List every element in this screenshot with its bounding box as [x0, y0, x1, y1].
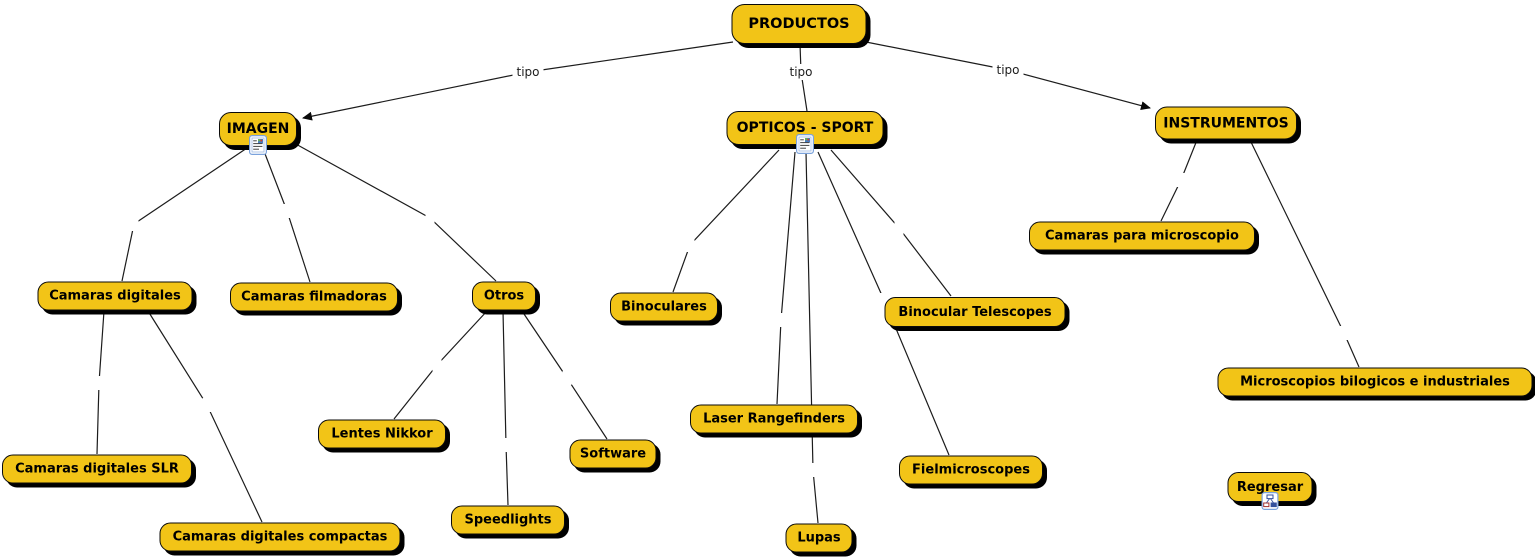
node-label: Microscopios bilogicos e industriales	[1240, 374, 1510, 390]
edge-line	[672, 149, 780, 293]
node-productos[interactable]: PRODUCTOS	[731, 4, 867, 44]
link-gap	[685, 238, 695, 252]
edge-line	[776, 151, 796, 405]
node-label: Camaras digitales SLR	[15, 461, 179, 477]
link-gap	[808, 463, 818, 477]
node-speedlights[interactable]: Speedlights	[451, 505, 565, 535]
link-gap	[1339, 326, 1349, 340]
link-gap	[1176, 173, 1186, 187]
node-camaras-digitales-compactas[interactable]: Camaras digitales compactas	[159, 522, 401, 552]
node-microscopios-bilogicos[interactable]: Microscopios bilogicos e industriales	[1217, 367, 1533, 397]
node-label: Laser Rangefinders	[703, 411, 845, 427]
edge-line	[293, 142, 497, 282]
node-camaras-digitales[interactable]: Camaras digitales	[37, 281, 193, 311]
resource-document-icon[interactable]	[249, 135, 267, 155]
node-label: Camaras para microscopio	[1045, 228, 1239, 244]
node-label: Otros	[483, 288, 525, 304]
edge-line	[830, 149, 952, 297]
edge-line	[147, 310, 263, 523]
link-label: tipo	[992, 62, 1024, 78]
node-label: Binocular Telescopes	[898, 304, 1052, 320]
link-gap	[501, 438, 511, 452]
node-label: Camaras digitales	[49, 288, 181, 304]
node-fielmicroscopes[interactable]: Fielmicroscopes	[899, 455, 1043, 485]
node-camaras-para-microscopio[interactable]: Camaras para microscopio	[1029, 221, 1255, 251]
node-label: IMAGEN	[226, 121, 290, 137]
node-binocular-telescopes[interactable]: Binocular Telescopes	[884, 297, 1066, 327]
link-gap	[282, 204, 292, 218]
node-label: Camaras digitales compactas	[172, 529, 388, 545]
link-gap	[202, 398, 212, 412]
concept-map-icon[interactable]	[1261, 492, 1279, 510]
link-label: tipo	[512, 64, 544, 80]
node-camaras-digitales-slr[interactable]: Camaras digitales SLR	[2, 454, 192, 484]
node-label: Fielmicroscopes	[912, 462, 1030, 478]
node-label: Regresar	[1236, 479, 1304, 495]
node-lupas[interactable]: Lupas	[785, 523, 853, 553]
link-label: tipo	[785, 64, 817, 80]
node-label: Speedlights	[464, 512, 552, 528]
link-gap	[879, 293, 889, 307]
node-label: Lupas	[797, 530, 841, 546]
node-label: PRODUCTOS	[748, 16, 850, 32]
node-software[interactable]: Software	[569, 439, 657, 469]
node-label: Camaras filmadoras	[241, 289, 387, 305]
node-lentes-nikkor[interactable]: Lentes Nikkor	[318, 419, 446, 449]
node-label: Binoculares	[621, 299, 707, 315]
link-gap	[776, 313, 786, 327]
edge-line	[502, 310, 509, 506]
node-instrumentos[interactable]: INSTRUMENTOS	[1155, 106, 1297, 140]
node-laser-rangefinders[interactable]: Laser Rangefinders	[690, 404, 858, 434]
node-regresar[interactable]: Regresar	[1227, 472, 1313, 502]
link-gap	[894, 221, 904, 235]
node-otros[interactable]: Otros	[472, 281, 536, 311]
edge-line	[302, 41, 734, 121]
link-gap	[562, 371, 572, 385]
link-gap	[129, 217, 139, 231]
node-label: INSTRUMENTOS	[1163, 115, 1289, 131]
resource-document-icon[interactable]	[796, 134, 814, 154]
link-gap	[94, 376, 104, 390]
node-label: OPTICOS - SPORT	[736, 120, 874, 136]
node-binoculares[interactable]: Binoculares	[610, 292, 718, 322]
edge-line	[121, 145, 251, 282]
link-gap	[432, 358, 442, 372]
node-camaras-filmadoras[interactable]: Camaras filmadoras	[230, 282, 398, 312]
link-gap	[425, 211, 435, 225]
node-label: Lentes Nikkor	[331, 426, 433, 442]
node-label: Software	[579, 446, 647, 462]
